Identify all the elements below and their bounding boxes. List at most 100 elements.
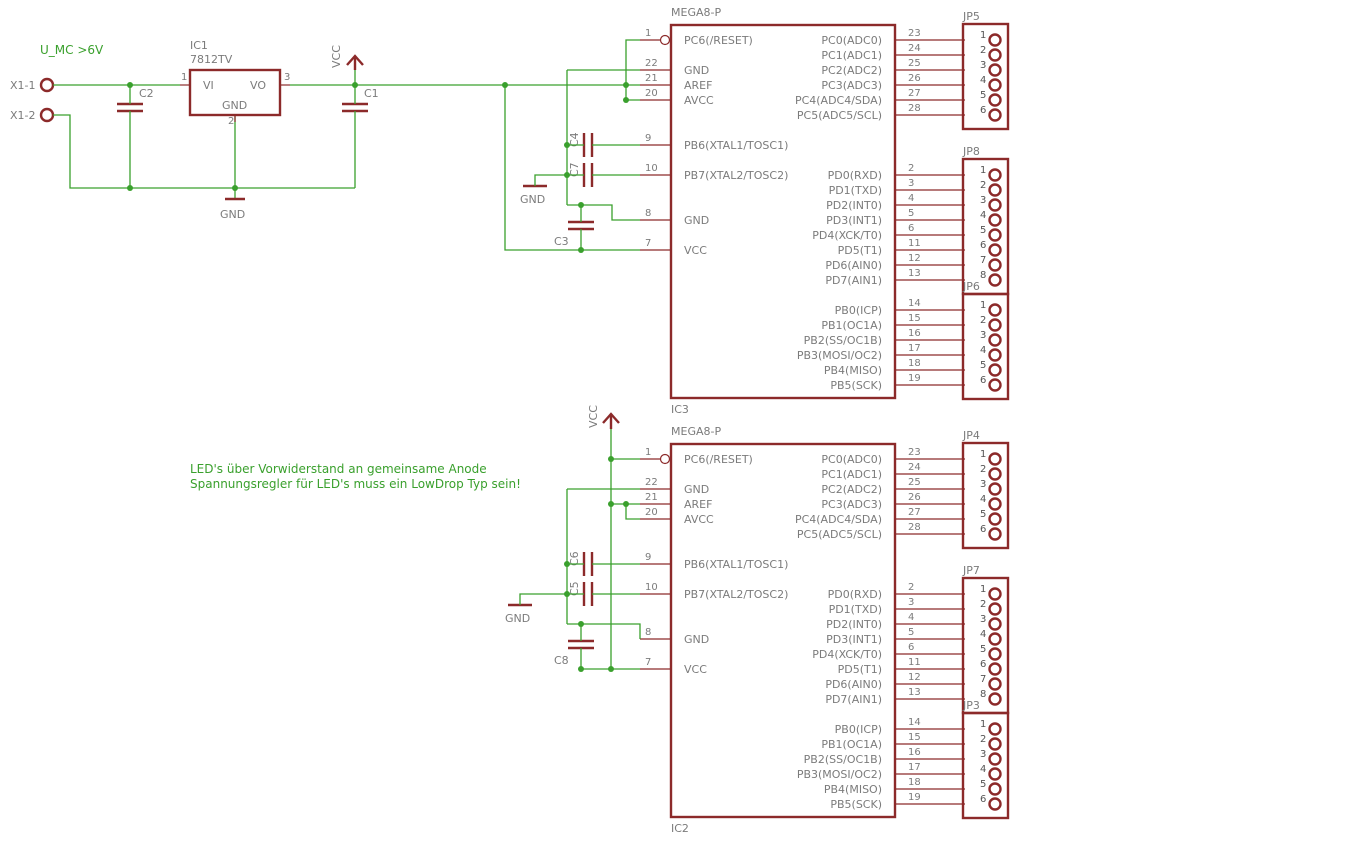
junction xyxy=(578,247,584,253)
header-pin-number: 3 xyxy=(980,195,986,206)
header-pin-3 xyxy=(988,63,1002,77)
mcu-pin-name: PD1(TXD) xyxy=(829,603,882,616)
mcu-pin-name: PD3(INT1) xyxy=(826,214,882,227)
mcu-pin-number: 3 xyxy=(908,178,914,189)
mcu-pin-name: AREF xyxy=(684,498,712,511)
vcc-symbol: VCC xyxy=(587,405,620,429)
mcu-block-ic2: MEGA8-PIC21PC6(/RESET)22GND21AREF20AVCC9… xyxy=(505,405,1010,835)
mcu-pin-number: 11 xyxy=(908,238,921,249)
mcu-pin-number: 15 xyxy=(908,732,921,743)
header-pin-number: 4 xyxy=(980,75,986,86)
mcu-pin-name: PC3(ADC3) xyxy=(821,498,882,511)
gnd-label: GND xyxy=(505,612,530,625)
mcu-pin-name: PD4(XCK/T0) xyxy=(812,229,882,242)
header-pin-number: 2 xyxy=(980,599,986,610)
header-pin-number: 6 xyxy=(980,794,986,805)
mcu-pin-number: 1 xyxy=(645,447,651,458)
mcu-pin-name: PD2(INT0) xyxy=(826,199,882,212)
header-pin-3 xyxy=(988,752,1002,766)
header-pin-3 xyxy=(988,333,1002,347)
header-pin-number: 4 xyxy=(980,494,986,505)
header-pin-6 xyxy=(988,378,1002,392)
mcu-pin-name: PC3(ADC3) xyxy=(821,79,882,92)
header-pin-number: 7 xyxy=(980,674,986,685)
header-body xyxy=(961,711,1010,820)
mcu-pin-name: PC0(ADC0) xyxy=(821,34,882,47)
mcu-pin-name: PC2(ADC2) xyxy=(821,483,882,496)
header-pin-number: 1 xyxy=(980,449,986,460)
header-pin-number: 1 xyxy=(980,30,986,41)
terminal-x1-1 xyxy=(39,77,55,93)
header-pin-number: 5 xyxy=(980,225,986,236)
header-pin-5 xyxy=(988,93,1002,107)
header-pin-number: 6 xyxy=(980,240,986,251)
header-pin-number: 1 xyxy=(980,719,986,730)
header-body xyxy=(961,22,1010,131)
junction xyxy=(564,172,570,178)
gnd-label: GND xyxy=(520,193,545,206)
header-pin-number: 4 xyxy=(980,764,986,775)
junction xyxy=(578,621,584,627)
junction xyxy=(623,501,629,507)
mcu-value-label: MEGA8-P xyxy=(671,425,721,438)
junction xyxy=(352,82,358,88)
header-pin-2 xyxy=(988,318,1002,332)
header-pin-number: 3 xyxy=(980,330,986,341)
mcu-pin-name: PD0(RXD) xyxy=(828,588,882,601)
mcu-pin-number: 19 xyxy=(908,373,921,384)
mcu-pin-name: PC1(ADC1) xyxy=(821,468,882,481)
mcu-pin-name: PB7(XTAL2/TOSC2) xyxy=(684,169,788,182)
net-label-umc: U_MC >6V xyxy=(40,43,104,57)
header-pin-number: 8 xyxy=(980,270,986,281)
header-label: JP6 xyxy=(962,280,980,293)
header-pin-1 xyxy=(988,303,1002,317)
note-line-2: Spannungsregler für LED's muss ein LowDr… xyxy=(190,477,521,491)
gnd-symbol: GND xyxy=(520,184,547,206)
mcu-pin-name: AVCC xyxy=(684,94,714,107)
vcc-label: VCC xyxy=(587,405,600,428)
header-pin-number: 3 xyxy=(980,479,986,490)
header-pin-5 xyxy=(988,782,1002,796)
header-pin-5 xyxy=(988,647,1002,661)
mcu-pin-name: PD6(AIN0) xyxy=(825,678,882,691)
header-pin-number: 3 xyxy=(980,60,986,71)
mcu-pin-number: 19 xyxy=(908,792,921,803)
mcu-wires xyxy=(519,429,641,672)
header-pin-5 xyxy=(988,228,1002,242)
mcu-pin-number: 7 xyxy=(645,238,651,249)
mcu-pin-name: PC5(ADC5/SCL) xyxy=(797,528,882,541)
header-pin-8 xyxy=(988,273,1002,287)
mcu-pin-number: 18 xyxy=(908,777,921,788)
mcu-pin-name: PB0(ICP) xyxy=(835,723,882,736)
header-pin-4 xyxy=(988,348,1002,362)
header-pin-5 xyxy=(988,363,1002,377)
header-pin-number: 1 xyxy=(980,584,986,595)
header-pin-number: 5 xyxy=(980,509,986,520)
mcu-pin-number: 26 xyxy=(908,73,921,84)
mcu-pin-number: 28 xyxy=(908,103,921,114)
header-pin-2 xyxy=(988,602,1002,616)
mcu-pin-number: 28 xyxy=(908,522,921,533)
capacitor-c8: C8 xyxy=(554,639,594,667)
header-pin-4 xyxy=(988,497,1002,511)
mcu-block-ic3: MEGA8-PIC31PC6(/RESET)22GND21AREF20AVCC9… xyxy=(504,6,1010,416)
